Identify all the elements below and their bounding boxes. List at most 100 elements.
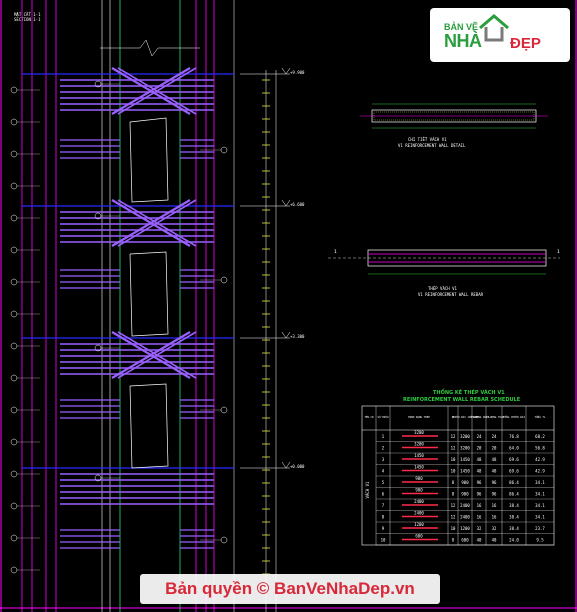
schedule-cell: 56.8 xyxy=(535,446,545,451)
level-marks: +9.900 +6.600 +3.300 +0.000 xyxy=(290,70,305,469)
schedule-cell: 2400 xyxy=(460,515,470,520)
schedule-cell: 12 xyxy=(451,434,456,439)
schedule-cell: 8 xyxy=(452,480,455,485)
schedule-cell: 40 xyxy=(477,538,482,543)
schedule-cell-shape-length: 3200 xyxy=(414,430,424,435)
section-mark-right: 1 xyxy=(557,249,560,255)
schedule-cell: 42.9 xyxy=(535,469,545,474)
schedule-header-cell: TỔNG TL xyxy=(535,414,546,419)
schedule-cell: 16 xyxy=(477,515,482,520)
schedule-cell: 3200 xyxy=(460,446,470,451)
wall-elevation-section xyxy=(10,0,291,612)
schedule-header-cell: TỔNG CHIỀU DÀI xyxy=(503,414,525,419)
schedule-header-cell: SỐ LƯỢNG TOÀN xyxy=(484,414,505,419)
diagonal-rebar xyxy=(117,199,197,247)
schedule-cell: 3200 xyxy=(460,434,470,439)
schedule-cell-mark: 10 xyxy=(381,538,386,543)
schedule-cell: 76.8 xyxy=(509,434,519,439)
schedule-cell: 86.4 xyxy=(509,492,519,497)
level-marker xyxy=(281,199,291,207)
wall-plan-detail: CHI TIẾT VÁCH V1 V1 REINFORCEMENT WALL D… xyxy=(360,103,548,148)
schedule-cell: 48 xyxy=(492,457,497,462)
schedule-cell: 16 xyxy=(492,503,497,508)
diagonal-rebar xyxy=(117,331,197,379)
wall-plan-caption: CHI TIẾT VÁCH V1 xyxy=(408,137,447,142)
schedule-cell: 24 xyxy=(477,434,482,439)
schedule-cell-shape-length: 2400 xyxy=(414,511,424,516)
schedule-cell: 1450 xyxy=(460,469,470,474)
schedule-cell: 600 xyxy=(461,538,469,543)
logo-line3: ĐẸP xyxy=(510,35,541,52)
wall-opening xyxy=(129,251,169,337)
schedule-cell: 38.4 xyxy=(509,515,519,520)
rebar-caption-en: V1 REINFORCEMENT WALL REBAR xyxy=(418,292,484,297)
schedule-header-cell: HÌNH DẠNG THÉP xyxy=(408,414,430,419)
schedule-cell-shape-length: 2400 xyxy=(414,499,424,504)
diagonal-rebar xyxy=(111,331,191,379)
schedule-cell: 96 xyxy=(477,480,482,485)
schedule-cell: 34.1 xyxy=(535,480,545,485)
schedule-cell: 40 xyxy=(492,538,497,543)
schedule-cell: 32 xyxy=(477,526,482,531)
schedule-cell-mark: 6 xyxy=(382,492,385,497)
wall-plan-caption-en: V1 REINFORCEMENT WALL DETAIL xyxy=(398,143,466,148)
schedule-cell: 1450 xyxy=(460,457,470,462)
house-icon xyxy=(479,14,509,42)
schedule-cell-mark: 4 xyxy=(382,469,385,474)
elevation-title: MẶT CẮT 1-1 xyxy=(14,12,41,17)
level-mark: +0.000 xyxy=(290,464,305,469)
schedule-cell: 900 xyxy=(461,492,469,497)
level-marker xyxy=(281,67,291,75)
elevation-subtitle: SECTION 1-1 xyxy=(14,17,41,22)
schedule-cell-shape-length: 900 xyxy=(415,488,423,493)
schedule-cell: 48 xyxy=(477,469,482,474)
schedule-cell-mark: 5 xyxy=(382,480,385,485)
schedule-cell: 42.9 xyxy=(535,457,545,462)
rebar-schedule: THỐNG KÊ THÉP VÁCH V1 REINFORCEMENT WALL… xyxy=(361,388,555,546)
schedule-cell-shape-length: 600 xyxy=(415,534,423,539)
schedule-cell: 12 xyxy=(451,503,456,508)
break-line xyxy=(100,39,200,57)
diagonal-rebar xyxy=(111,199,191,247)
schedule-header-cell: CHIỀU DÀI 1 THANH xyxy=(452,414,479,419)
schedule-cell: 96 xyxy=(477,492,482,497)
wall-opening xyxy=(129,117,169,203)
diagonal-rebar xyxy=(111,67,191,115)
schedule-cell: 48 xyxy=(492,469,497,474)
schedule-cell: 34.1 xyxy=(535,515,545,520)
schedule-title: THỐNG KÊ THÉP VÁCH V1 xyxy=(433,388,505,396)
schedule-cell: 1200 xyxy=(460,526,470,531)
schedule-cell: 38.4 xyxy=(509,503,519,508)
schedule-cell: 20 xyxy=(477,446,482,451)
schedule-cell: 20 xyxy=(492,446,497,451)
level-marker xyxy=(281,461,291,469)
schedule-cell: 2400 xyxy=(460,503,470,508)
schedule-cell-shape-length: 3200 xyxy=(414,442,424,447)
schedule-subtitle: REINFORCEMENT WALL REBAR SCHEDULE xyxy=(403,397,521,403)
section-mark-left: 1 xyxy=(334,249,337,255)
schedule-cell: 10 xyxy=(451,526,456,531)
level-mark: +9.900 xyxy=(290,70,305,75)
schedule-cell: 8 xyxy=(452,492,455,497)
schedule-cell: 16 xyxy=(477,503,482,508)
schedule-cell-mark: 2 xyxy=(382,446,385,451)
schedule-cell-shape-length: 1450 xyxy=(414,453,424,458)
schedule-header-cell: SỐ HIỆU xyxy=(378,414,389,419)
schedule-cell: 12 xyxy=(451,515,456,520)
schedule-cell: 34.1 xyxy=(535,492,545,497)
schedule-cell: 69.6 xyxy=(509,469,519,474)
schedule-cell: 68.2 xyxy=(535,434,545,439)
schedule-cell: 69.6 xyxy=(509,457,519,462)
schedule-cell-mark: 9 xyxy=(382,526,385,531)
schedule-cell-mark: 7 xyxy=(382,503,385,508)
rebar-caption: THÉP VÁCH V1 xyxy=(428,286,457,291)
wall-opening xyxy=(129,383,169,469)
schedule-cell: 900 xyxy=(461,480,469,485)
wall-rebar-detail: 1 1 THÉP VÁCH V1 V1 REINFORCEMENT WALL R… xyxy=(328,249,560,297)
level-mark: +3.300 xyxy=(290,334,305,339)
schedule-cell: 9.5 xyxy=(536,538,544,543)
schedule-cell-mark: 8 xyxy=(382,515,385,520)
